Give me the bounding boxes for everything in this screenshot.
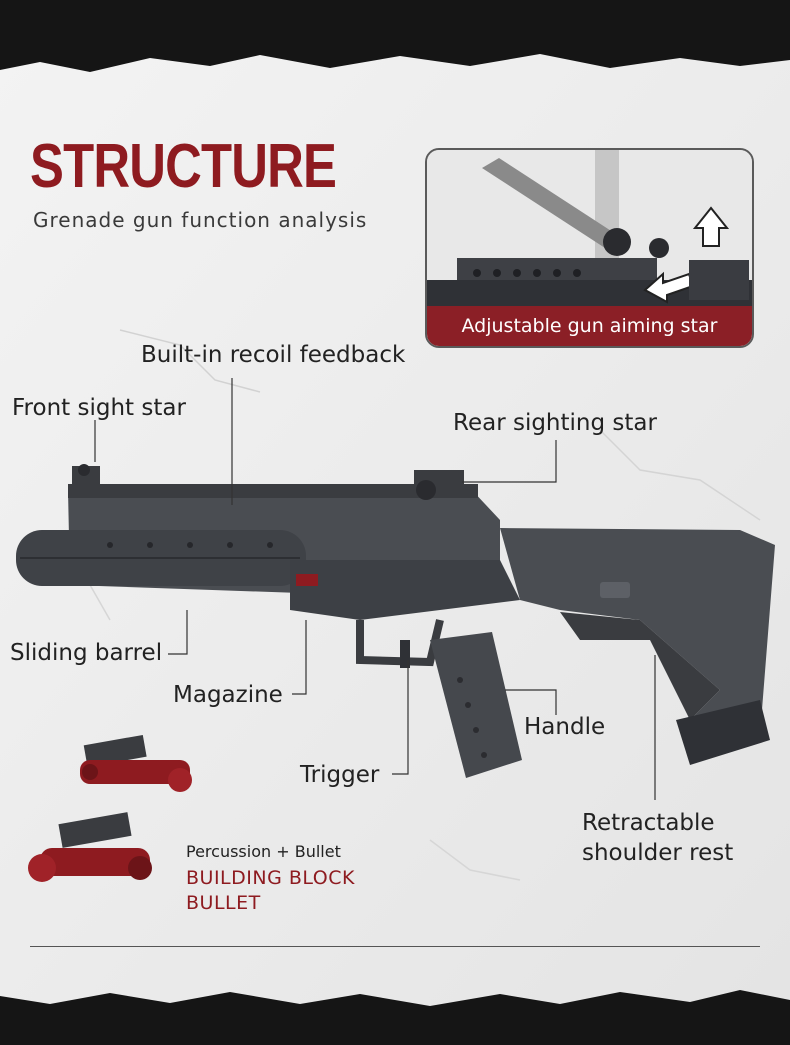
bullet-part-image bbox=[28, 812, 152, 882]
aiming-star-illustration bbox=[427, 150, 752, 346]
bullet-heading-line2: BULLET bbox=[186, 892, 261, 914]
bullet-caption: Percussion + Bullet bbox=[186, 842, 341, 861]
aiming-star-detail-image: Adjustable gun aiming star bbox=[425, 148, 754, 348]
aiming-star-caption: Adjustable gun aiming star bbox=[427, 306, 752, 346]
magazine-label: Magazine bbox=[173, 682, 283, 708]
recoil-feedback-label: Built-in recoil feedback bbox=[141, 342, 406, 368]
percussion-part-image bbox=[80, 734, 192, 792]
section-divider bbox=[30, 946, 760, 947]
sliding-barrel-label: Sliding barrel bbox=[10, 640, 163, 666]
shoulder-rest-label-line2: shoulder rest bbox=[582, 840, 734, 866]
handle-label: Handle bbox=[524, 714, 606, 740]
page-title: STRUCTURE bbox=[30, 132, 337, 201]
leader-lines bbox=[94, 378, 656, 800]
shoulder-rest-label-line1: Retractable bbox=[582, 810, 715, 836]
rear-sight-label: Rear sighting star bbox=[453, 410, 657, 436]
trigger-label: Trigger bbox=[300, 762, 380, 788]
page-subtitle: Grenade gun function analysis bbox=[33, 208, 368, 232]
gun-body bbox=[16, 464, 775, 778]
bullet-heading-line1: BUILDING BLOCK bbox=[186, 867, 355, 889]
front-sight-label: Front sight star bbox=[12, 395, 186, 421]
